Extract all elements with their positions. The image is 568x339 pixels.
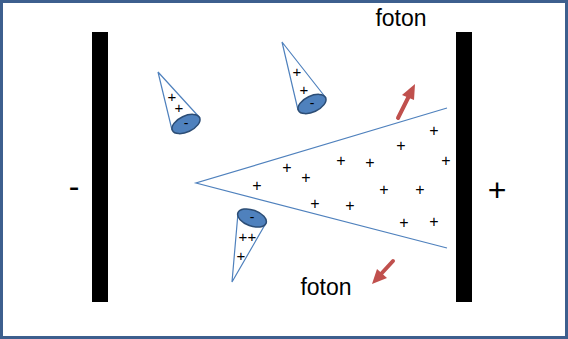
photon-arrow — [372, 261, 393, 284]
charge-sign: + — [239, 229, 248, 244]
negative-plate-outline — [92, 32, 108, 302]
photon-arrow — [398, 84, 415, 118]
photon-label: foton — [300, 276, 351, 299]
charge-sign: + — [488, 174, 507, 206]
photon-label: foton — [375, 7, 426, 30]
charge-sign: + — [252, 178, 261, 194]
charge-sign: + — [441, 153, 450, 169]
negative-plate: - — [92, 32, 108, 302]
charge-sign: + — [300, 82, 309, 97]
charge-sign: + — [345, 198, 354, 214]
charge-sign: - — [310, 96, 315, 110]
charge-sign: + — [248, 229, 257, 244]
charge-sign: + — [310, 196, 319, 212]
electron: - — [294, 92, 330, 116]
charge-sign: + — [175, 100, 184, 115]
charge-sign: + — [429, 214, 438, 230]
charge-sign: - — [184, 116, 189, 130]
charge-sign: + — [293, 64, 302, 79]
charge-sign: + — [415, 182, 424, 198]
charge-sign: + — [282, 160, 291, 176]
charge-sign: + — [379, 182, 388, 198]
electron: - — [168, 112, 204, 136]
electron: - — [234, 206, 270, 230]
charge-sign: + — [429, 123, 438, 139]
charge-sign: + — [301, 170, 310, 186]
charge-sign: + — [399, 215, 408, 231]
ion-cone-outline — [190, 100, 452, 254]
charge-sign: + — [336, 153, 345, 169]
positive-plate: + — [456, 32, 472, 302]
charge-sign: - — [69, 170, 80, 202]
charge-sign: + — [396, 138, 405, 154]
charge-sign: + — [365, 155, 374, 171]
positive-plate-outline — [456, 32, 472, 302]
charge-sign: - — [250, 210, 255, 224]
ion-cone: ++++++++++++++ — [190, 100, 452, 254]
charge-sign: + — [237, 248, 246, 263]
